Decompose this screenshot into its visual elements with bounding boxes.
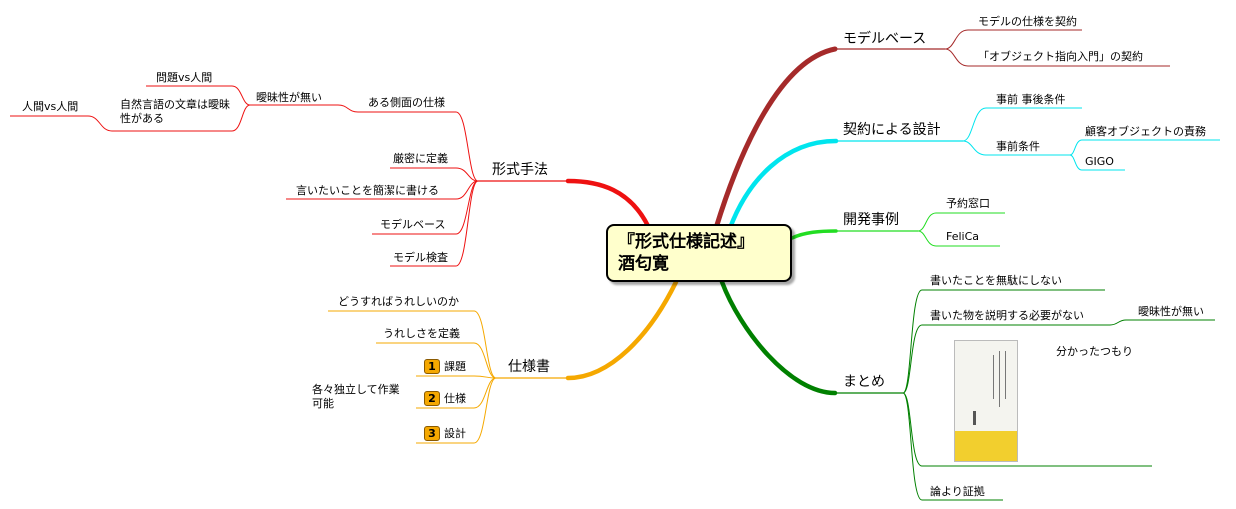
subtopic-oo-intro-contract[interactable]: 「オブジェクト指向入門」の契約 [978, 50, 1143, 63]
topic-spec-doc[interactable]: 仕様書 [508, 359, 550, 375]
priority-1-icon: 1 [424, 359, 440, 374]
subtopic-customer-responsibility[interactable]: 顧客オブジェクトの責務 [1085, 125, 1206, 138]
subtopic-reservation-window[interactable]: 予約窓口 [946, 197, 990, 210]
subtopic-concise[interactable]: 言いたいことを簡潔に書ける [296, 184, 439, 197]
subtopic-natural-language[interactable]: 自然言語の文章は曖昧性がある [120, 98, 230, 125]
book-cover-image [954, 340, 1018, 462]
subtopic-issue[interactable]: 課題 [444, 360, 466, 373]
topic-formal-methods[interactable]: 形式手法 [492, 162, 548, 178]
subtopic-formal-no-ambiguity[interactable]: 曖昧性が無い [256, 91, 322, 104]
subtopic-no-waste[interactable]: 書いたことを無駄にしない [930, 274, 1062, 287]
branch-spec-doc-lines [328, 279, 679, 444]
subtopic-evidence[interactable]: 論より証拠 [930, 485, 985, 498]
topic-summary[interactable]: まとめ [843, 374, 885, 390]
subtopic-human-vs-human[interactable]: 人間vs人間 [22, 100, 79, 113]
subtopic-aspect-spec[interactable]: ある側面の仕様 [368, 96, 445, 109]
subtopic-design[interactable]: 設計 [444, 427, 466, 440]
topic-design-by-contract[interactable]: 契約による設計 [843, 122, 941, 138]
subtopic-felica[interactable]: FeliCa [946, 230, 980, 243]
topic-dev-cases[interactable]: 開発事例 [843, 212, 899, 228]
subtopic-define-happy[interactable]: うれしさを定義 [383, 327, 460, 340]
branch-summary-lines [719, 279, 1215, 501]
subtopic-understood[interactable]: 分かったつもり [1056, 345, 1133, 358]
branch-contract-lines [727, 107, 1220, 231]
central-topic-line2: 酒匂寛 [618, 254, 669, 274]
topic-model-base[interactable]: モデルベース [843, 31, 927, 47]
branch-dev-cases-lines [790, 212, 1005, 247]
priority-2-icon: 2 [424, 391, 440, 406]
subtopic-model-check[interactable]: モデル検査 [393, 251, 448, 264]
subtopic-model-contract[interactable]: モデルの仕様を契約 [978, 15, 1077, 28]
central-topic[interactable]: 『形式仕様記述』 酒匂寛 [606, 224, 792, 282]
branch-model-base-lines [713, 29, 1170, 231]
subtopic-precondition[interactable]: 事前条件 [996, 140, 1040, 153]
subtopic-spec[interactable]: 仕様 [444, 392, 466, 405]
callout-independent-work: 各々独立して作業可能 [312, 383, 400, 410]
subtopic-gigo[interactable]: GIGO [1085, 155, 1114, 168]
subtopic-how-happy[interactable]: どうすればうれしいのか [338, 295, 459, 308]
priority-3-icon: 3 [424, 426, 440, 441]
subtopic-summary-no-ambiguity[interactable]: 曖昧性が無い [1138, 305, 1204, 318]
subtopic-problem-vs-human[interactable]: 問題vs人間 [156, 71, 213, 84]
subtopic-pre-post-conditions[interactable]: 事前 事後条件 [996, 93, 1066, 106]
subtopic-no-explain[interactable]: 書いた物を説明する必要がない [930, 309, 1084, 322]
subtopic-strict-definition[interactable]: 厳密に定義 [393, 152, 448, 165]
subtopic-formal-model-base[interactable]: モデルベース [380, 218, 446, 231]
central-topic-line1: 『形式仕様記述』 [618, 232, 754, 252]
branch-formal-methods-lines [10, 85, 651, 267]
